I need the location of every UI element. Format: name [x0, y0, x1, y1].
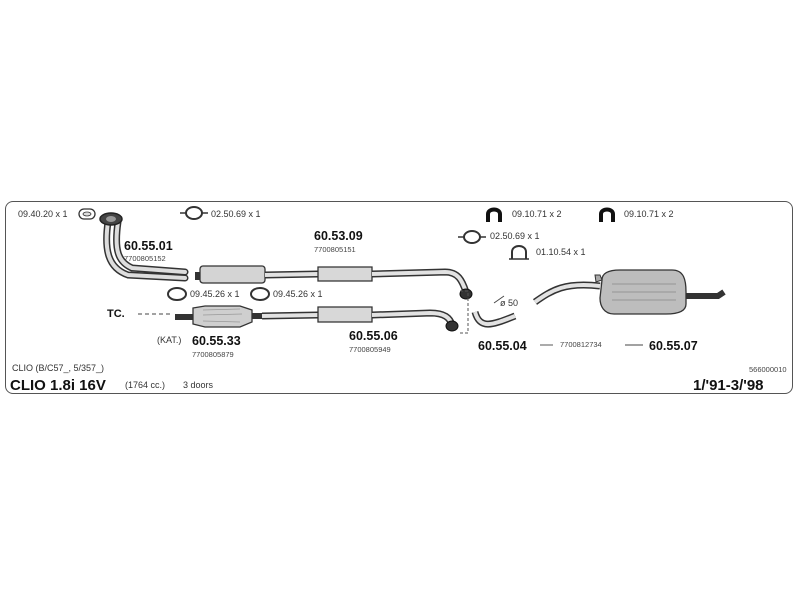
hanger-icon-b	[599, 207, 615, 222]
oem-rear-pair: 7700812734	[560, 340, 602, 349]
u-clamp-label: 01.10.54 x 1	[536, 247, 586, 257]
catalyst-prefix: (KAT.)	[157, 335, 182, 345]
part-code-catalyst: 60.55.33	[192, 334, 241, 348]
u-clamp-icon	[509, 245, 529, 260]
gasket-label: 09.40.20 x 1	[18, 209, 68, 219]
clamp-label-top: 02.50.69 x 1	[211, 209, 261, 219]
model-name: CLIO 1.8i 16V	[10, 377, 106, 394]
ring-label-left: 09.45.26 x 1	[190, 289, 240, 299]
ring-label-right: 09.45.26 x 1	[273, 289, 323, 299]
model-displacement: (1764 cc.)	[125, 380, 166, 390]
diameter-label: ø 50	[500, 298, 519, 308]
model-years: 1/'91-3/'98	[693, 377, 764, 394]
oem-mid-pipe-a: 7700805151	[314, 245, 356, 254]
ring-icon-left	[167, 287, 187, 301]
part-code-mid-pipe-a: 60.53.09	[314, 229, 363, 243]
hanger-label-a: 09.10.71 x 2	[512, 209, 562, 219]
hanger-label-b: 09.10.71 x 2	[624, 209, 674, 219]
gasket-icon	[78, 208, 96, 220]
catalyst-illustration	[175, 305, 262, 328]
oem-catalyst: 7700805879	[192, 350, 234, 359]
part-code-rear-box: 60.55.07	[649, 339, 698, 353]
mid-pipe-b-illustration	[261, 306, 459, 332]
front-pipe-illustration	[99, 212, 189, 282]
hanger-icon-a	[486, 207, 502, 222]
clamp-icon-top	[180, 206, 208, 220]
rear-box-illustration	[594, 269, 726, 315]
tail-pipe-illustration	[471, 281, 601, 328]
model-doors: 3 doors	[183, 380, 214, 390]
diagram-code: 566000010	[749, 365, 787, 374]
mid-pipe-a-illustration	[195, 265, 473, 300]
clamp-icon-mid	[458, 230, 486, 244]
part-code-tail-pipe: 60.55.04	[478, 339, 527, 353]
ring-icon-right	[250, 287, 270, 301]
part-code-front-pipe: 60.55.01	[124, 239, 173, 253]
leader-lines	[138, 295, 643, 346]
oem-mid-pipe-b: 7700805949	[349, 345, 391, 354]
clamp-label-mid: 02.50.69 x 1	[490, 231, 540, 241]
part-code-mid-pipe-b: 60.55.06	[349, 329, 398, 343]
tc-label: TC.	[107, 308, 125, 320]
model-variant: CLIO (B/C57_, 5/357_)	[12, 363, 105, 373]
oem-front-pipe: 7700805152	[124, 254, 166, 263]
